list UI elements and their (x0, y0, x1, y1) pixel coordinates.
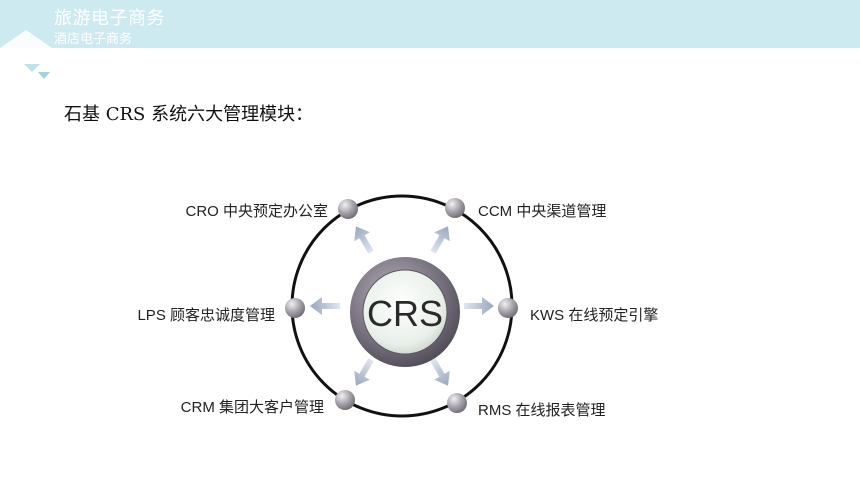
arrows (310, 226, 494, 386)
header-subtitle: 酒店电子商务 (54, 32, 133, 47)
label-crm: CRM 集团大客户管理 (181, 399, 324, 416)
label-ccm: CCM 中央渠道管理 (478, 203, 606, 220)
label-rms: RMS 在线报表管理 (478, 402, 606, 419)
header-decoration (0, 30, 52, 79)
arrow-kws (464, 297, 494, 315)
label-kws: KWS 在线预定引擎 (530, 307, 658, 324)
label-lps: LPS 顾客忠诚度管理 (137, 307, 275, 324)
arrow-ccm (430, 226, 450, 254)
arrow-cro (354, 226, 374, 254)
arrow-crm (354, 358, 374, 386)
crs-hub-label: CRS (367, 293, 443, 334)
node-kws (498, 298, 518, 318)
header-title: 旅游电子商务 (54, 8, 165, 29)
header-bar (0, 0, 860, 48)
arrow-rms (430, 358, 450, 386)
node-ccm (445, 198, 465, 218)
node-lps (285, 298, 305, 318)
slide-title: 石基 CRS 系统六大管理模块： (64, 104, 314, 125)
crs-hub-inner (362, 269, 448, 355)
node-crm (335, 390, 355, 410)
node-cro (338, 199, 358, 219)
label-cro: CRO 中央预定办公室 (185, 203, 328, 220)
arrow-lps (310, 297, 340, 315)
node-rms (447, 393, 467, 413)
ring-nodes (285, 198, 518, 413)
